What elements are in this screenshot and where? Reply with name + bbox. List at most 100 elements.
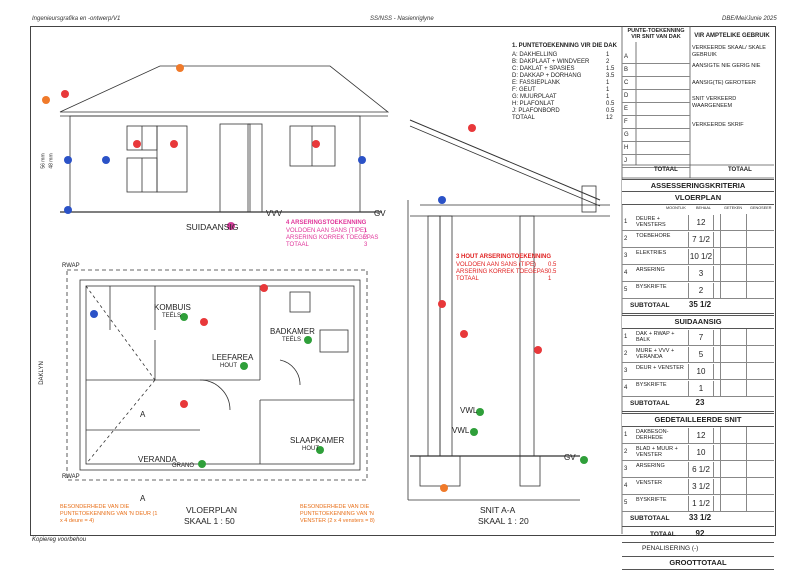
vwl-label: VWL bbox=[452, 426, 470, 435]
official-use-item: AANSIGTE NIE GERIG NIE bbox=[692, 63, 761, 69]
marker-orange bbox=[176, 64, 184, 72]
marker-blue bbox=[102, 156, 110, 164]
kombuis-label: KOMBUIS bbox=[154, 303, 191, 312]
badkamer-label: BADKAMER bbox=[270, 327, 315, 336]
row-label: ARSERING bbox=[636, 463, 665, 469]
section-marker: A bbox=[140, 410, 146, 419]
legend-item-label: A: DAKHELLING bbox=[512, 52, 558, 58]
row-value: 1 1/2 bbox=[688, 496, 714, 511]
marker-red bbox=[468, 124, 476, 132]
row-cell bbox=[720, 346, 721, 362]
marker-pink bbox=[227, 222, 235, 230]
subtotal-label: SUBTOTAAL bbox=[630, 515, 670, 522]
mark-row-line bbox=[622, 115, 690, 116]
legend-item-label: TOTAAL bbox=[512, 115, 535, 121]
legend-item-value: 1 bbox=[606, 80, 610, 86]
mark-row-line bbox=[622, 63, 690, 64]
column-header: GETEKEN bbox=[724, 206, 743, 210]
mark-row-letter: G bbox=[624, 132, 629, 138]
mark-row-line bbox=[622, 89, 690, 90]
row-cell bbox=[720, 461, 721, 477]
header-center: SS/NSS - Nasienriglyne bbox=[370, 16, 434, 22]
floor-plan-scale: SKAAL 1 : 50 bbox=[184, 516, 235, 526]
row-cell bbox=[720, 214, 721, 230]
mark-row-line bbox=[622, 141, 690, 142]
column-header: BEHAAL bbox=[696, 206, 711, 210]
row-number: 4 bbox=[624, 385, 628, 391]
row-cell bbox=[720, 380, 721, 396]
row-cell bbox=[720, 329, 721, 345]
mark-row-letter: H bbox=[624, 145, 629, 151]
legend-item-label: ARSERING KORREK TOEGEPAS bbox=[286, 235, 379, 241]
legend-item-label: TOTAAL bbox=[286, 242, 309, 248]
row-value: 12 bbox=[688, 428, 714, 443]
row-value: 7 1/2 bbox=[688, 232, 714, 247]
row-value: 12 bbox=[688, 215, 714, 230]
legend-item-value: 0.5 bbox=[548, 269, 557, 275]
row-label: BYSKRIFTE bbox=[636, 284, 667, 290]
marker-green bbox=[580, 456, 588, 464]
row-number: 3 bbox=[624, 466, 628, 472]
mark-row-letter: B bbox=[624, 67, 629, 73]
row-value: 1 bbox=[688, 381, 714, 396]
legend-item-label: VOLDOEN AAN SANS (TIPE) bbox=[456, 262, 537, 268]
marker-blue bbox=[358, 156, 366, 164]
wood-hatching-title: 3 HOUT ARSERINGTOEKENNING bbox=[456, 254, 552, 260]
copyright: Kopiereg voorbehou bbox=[32, 537, 87, 543]
dim-label: 56 mm bbox=[40, 153, 47, 169]
row-cell bbox=[720, 282, 721, 298]
row-label: BYSKRIFTE bbox=[636, 382, 667, 388]
official-total: TOTAAL bbox=[728, 167, 752, 173]
legend-item-value: 2 bbox=[364, 235, 368, 241]
marker-green bbox=[470, 428, 478, 436]
veranda-label: VERANDA bbox=[138, 455, 177, 464]
legend-item-value: 1 bbox=[606, 87, 610, 93]
row-value: 10 bbox=[688, 364, 714, 379]
mark-row-line bbox=[622, 76, 690, 77]
marker-orange bbox=[440, 484, 448, 492]
row-cell bbox=[746, 248, 747, 264]
row-value: 3 1/2 bbox=[688, 479, 714, 494]
legend-item-value: 0.5 bbox=[606, 108, 615, 114]
marker-red bbox=[260, 284, 268, 292]
official-use-item: VERKEERDE SKRIF bbox=[692, 122, 744, 128]
marker-orange bbox=[42, 96, 50, 104]
marker-green bbox=[476, 408, 484, 416]
row-number: 3 bbox=[624, 368, 628, 374]
marker-red bbox=[170, 140, 178, 148]
section-title: SNIT A-A bbox=[480, 505, 516, 515]
row-cell bbox=[746, 495, 747, 511]
legend-item-value: 2 bbox=[606, 59, 610, 65]
marker-blue bbox=[64, 206, 72, 214]
marker-red bbox=[180, 400, 188, 408]
row-number: 2 bbox=[624, 236, 628, 242]
grand-total: GROOTTOTAAL bbox=[622, 556, 774, 570]
legend-item-label: J: PLAFONBORD bbox=[512, 108, 560, 114]
slaapkamer-label: SLAAPKAMER bbox=[290, 436, 345, 445]
row-number: 1 bbox=[624, 334, 628, 340]
window-note: BESONDERHEDE VAN DIE PUNTETOEKENNING VAN… bbox=[300, 504, 375, 524]
marker-red bbox=[312, 140, 320, 148]
row-label: MURE + VVV + VERANDA bbox=[636, 348, 675, 360]
row-cell bbox=[746, 380, 747, 396]
floor-plan-title: VLOERPLAN bbox=[186, 505, 238, 515]
legend-item-value: 1 bbox=[548, 276, 552, 282]
detailed-section-title: GEDETAILLEERDE SNIT bbox=[622, 413, 774, 427]
subtotal-value: 35 1/2 bbox=[688, 300, 712, 309]
total-value: 92 bbox=[695, 529, 705, 538]
penalty-label: PENALISERING (-) bbox=[642, 545, 699, 552]
row-number: 5 bbox=[624, 287, 628, 293]
official-use-item: VERKEERDE SKAAL/ SKALE GEBRUIK bbox=[692, 45, 766, 58]
legend-item-label: E: FASSIEPLANK bbox=[512, 80, 561, 86]
marks-total: TOTAAL bbox=[654, 167, 678, 173]
row-value: 7 bbox=[688, 330, 714, 345]
row-cell bbox=[746, 346, 747, 362]
